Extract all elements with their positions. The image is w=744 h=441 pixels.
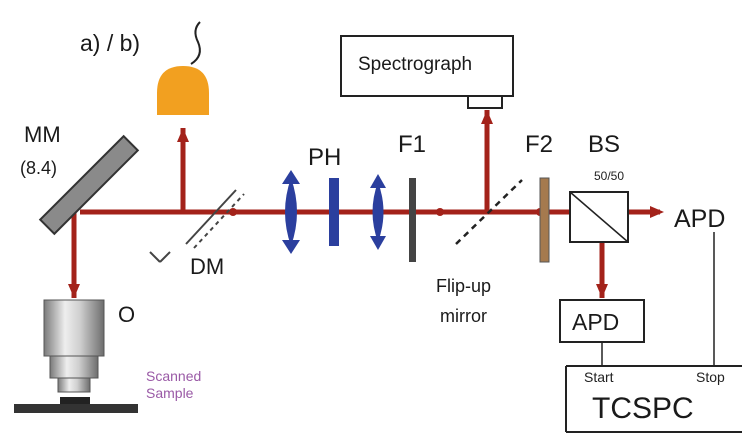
pinhole-ph [329,178,339,246]
objective-lens [43,299,105,393]
lens-2 [370,174,386,250]
beamsplitter-label: BS [588,131,620,158]
mirror-label: MM [24,122,61,147]
lens-1 [282,170,300,254]
dichroic-label: DM [190,254,224,279]
tcspc-start-label: Start [584,369,614,385]
pinhole-label: PH [308,144,341,171]
apd-bottom [559,299,645,343]
flipup-label-line1: Flip-up [436,276,491,296]
filter2-label: F2 [525,131,553,158]
filter1-label: F1 [398,131,426,158]
sample-stage [14,397,138,413]
objective-label: O [118,302,135,327]
mirror-mm [38,134,140,236]
sample-label-line2: Sample [146,385,194,401]
source-label: a) / b) [80,30,140,56]
apd-right-label: APD [674,205,725,233]
beamsplitter-ratio: 50/50 [594,169,624,183]
dichroic-mirror [149,189,245,263]
tcspc-box [565,232,742,433]
light-source [157,21,209,115]
mirror-sublabel: (8.4) [20,158,57,178]
filter-f2 [539,177,550,263]
flipup-mirror [455,179,523,245]
sample-label-line1: Scanned [146,368,201,384]
tcspc-label: TCSPC [592,392,694,425]
spectrograph [340,35,514,109]
tcspc-stop-label: Stop [696,369,725,385]
beamsplitter [569,191,629,243]
filter-f1 [409,178,416,262]
spectrograph-label: Spectrograph [358,54,472,75]
apd-bottom-label: APD [572,309,619,335]
flipup-label-line2: mirror [440,306,487,326]
